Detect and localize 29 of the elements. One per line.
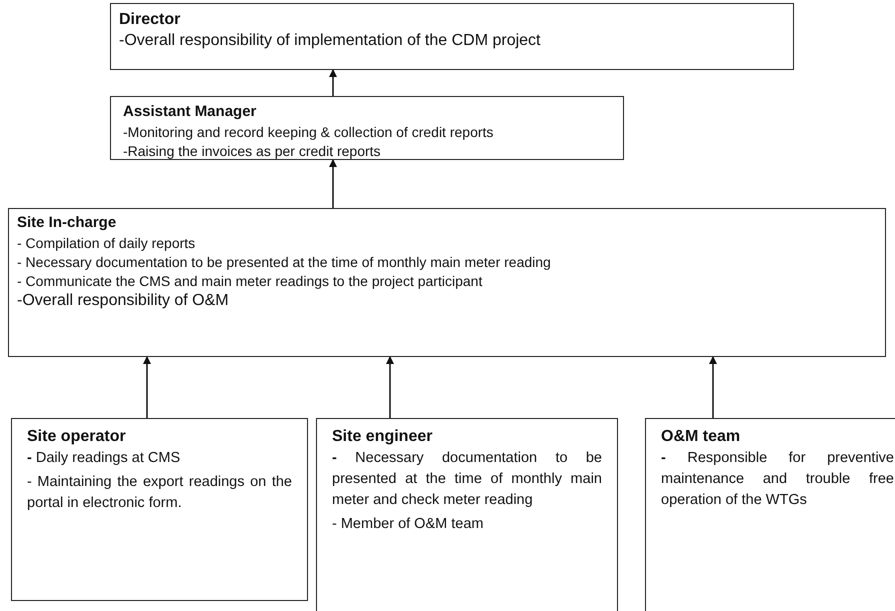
box-heading: Assistant Manager	[123, 103, 258, 122]
role-box	[11, 418, 308, 601]
role-box	[645, 418, 895, 611]
arrow	[329, 69, 337, 96]
duty-text: - Compilation of daily reports	[17, 234, 196, 252]
arrow	[329, 159, 337, 208]
duty-text: - Maintaining the export readings on the portal in electronic form.	[27, 473, 292, 514]
duty-text: - Responsible for preventive maintenance and trouble free operation of the WTGs	[661, 449, 894, 510]
box-heading: Director	[119, 10, 182, 30]
duty-text: -Overall responsibility of O&M	[17, 291, 230, 312]
box-heading: Site engineer	[332, 427, 434, 447]
duty-text: - Communicate the CMS and main meter readings to the project participant	[17, 272, 484, 290]
role-box	[316, 418, 618, 611]
duty-text: - Daily readings at CMS	[27, 449, 182, 468]
box-heading: Site operator	[27, 427, 127, 447]
duty-text: - Necessary documentation to be presented at the time of monthly main meter reading	[17, 252, 552, 272]
duty-text: - Necessary documentation to be presented at the time of monthly main meter and check meter reading	[332, 449, 602, 510]
arrow	[709, 356, 717, 418]
duty-text: -Raising the invoices as per credit reports	[123, 142, 382, 160]
duty-text: -Monitoring and record keeping & collection of credit reports	[123, 122, 494, 141]
role-box	[8, 208, 886, 357]
duty-text: - Member of O&M team	[332, 515, 484, 534]
arrow	[386, 356, 394, 418]
box-heading: O&M team	[661, 427, 742, 447]
box-heading: Site In-charge	[17, 214, 118, 233]
role-box	[110, 3, 794, 70]
arrow	[143, 356, 151, 418]
duty-text: -Overall responsibility of implementation of the CDM project	[119, 31, 542, 51]
role-box	[110, 96, 624, 160]
